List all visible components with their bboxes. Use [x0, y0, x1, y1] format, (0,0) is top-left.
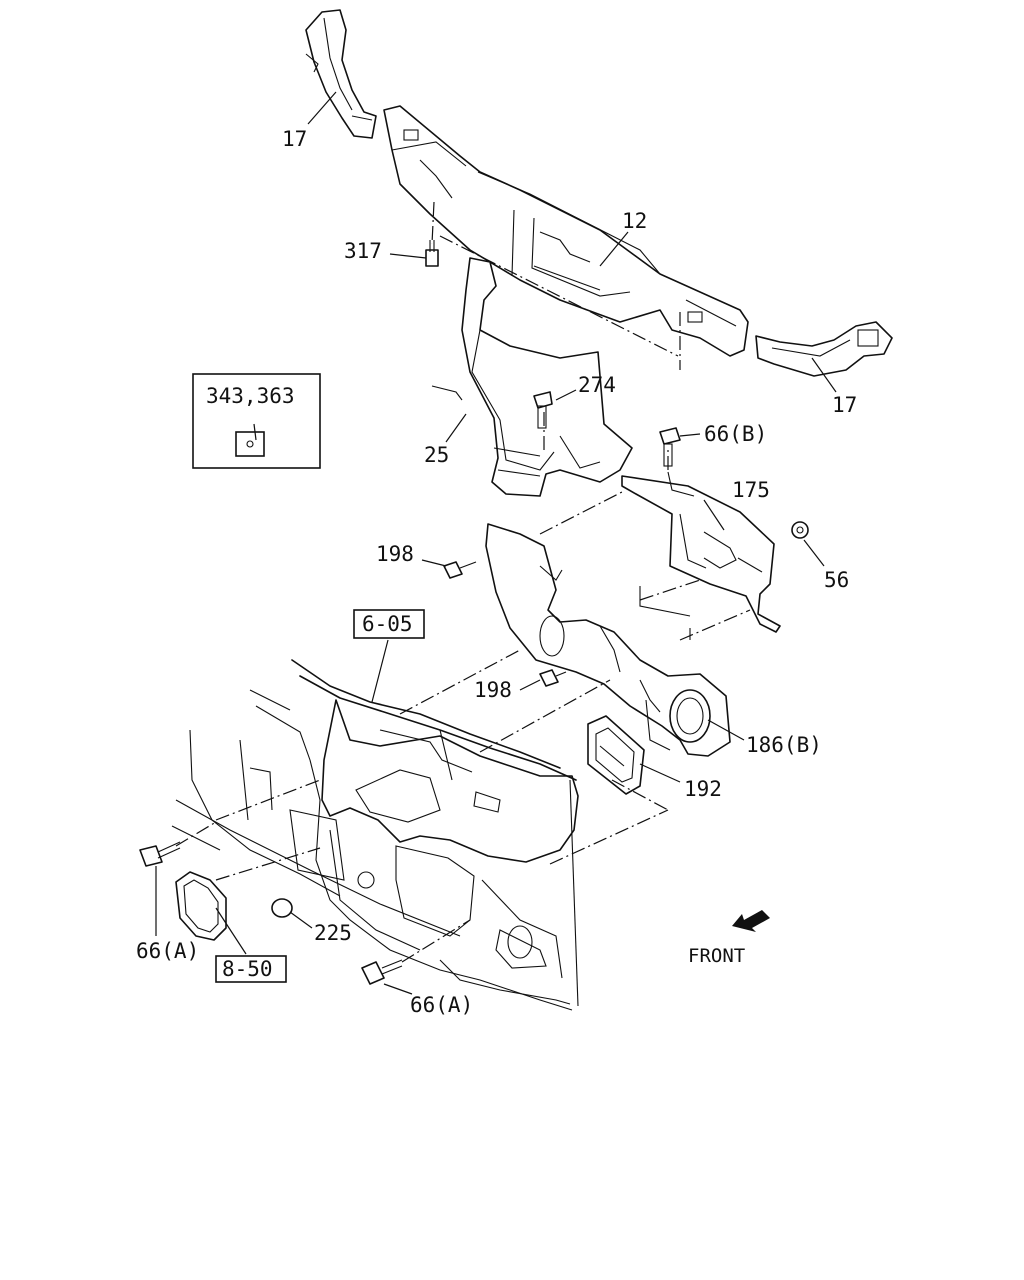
callout-343-363: 343,363	[206, 384, 295, 408]
screw-198-lower	[539, 669, 567, 687]
bolt-274	[533, 391, 553, 429]
callout-56: 56	[824, 568, 849, 592]
callout-317: 317	[344, 239, 382, 263]
gasket-8-50	[175, 871, 227, 941]
callout-17-top: 17	[282, 127, 307, 151]
callout-66a-left: 66(A)	[136, 939, 199, 963]
duct-17-right	[755, 321, 893, 377]
callout-17-right: 17	[832, 393, 857, 417]
dash-panel-6-05	[171, 659, 579, 1011]
ref-box-6-05	[353, 609, 425, 639]
callout-274: 274	[578, 373, 616, 397]
callout-198-lower: 198	[474, 678, 512, 702]
callout-8-50: 8-50	[222, 957, 273, 981]
nut-56	[791, 521, 809, 539]
callout-186b: 186(B)	[746, 733, 822, 757]
callout-6-05: 6-05	[362, 612, 413, 636]
duct-17-top-left	[305, 9, 377, 139]
bracket-175	[621, 471, 781, 640]
callout-66b: 66(B)	[704, 422, 767, 446]
callouts: 17 12 317 17 274 25 66(B) 175 198 56 6-0…	[136, 127, 857, 1017]
callout-25: 25	[424, 443, 449, 467]
callout-66a-bottom: 66(A)	[410, 993, 473, 1017]
bolt-317	[425, 240, 439, 267]
callout-192: 192	[684, 777, 722, 801]
bolt-66a-bottom	[361, 959, 403, 985]
ref-box-8-50	[215, 955, 287, 983]
plug-225	[271, 898, 293, 918]
duct-186b	[485, 523, 731, 757]
screw-198-upper	[443, 561, 477, 579]
duct-25	[431, 257, 633, 497]
assembly-lines	[175, 201, 751, 963]
duct-12-main	[383, 105, 749, 357]
gasket-192	[587, 715, 645, 795]
callout-198-upper: 198	[376, 542, 414, 566]
callout-175: 175	[732, 478, 770, 502]
bolt-66b	[659, 427, 681, 467]
bolt-66a-left	[139, 841, 181, 867]
front-label: FRONT	[688, 945, 745, 967]
leader-lines	[155, 91, 837, 995]
callout-225: 225	[314, 921, 352, 945]
callout-12: 12	[622, 209, 647, 233]
front-arrow-icon	[732, 910, 770, 932]
inset-box-343-363	[192, 373, 321, 469]
